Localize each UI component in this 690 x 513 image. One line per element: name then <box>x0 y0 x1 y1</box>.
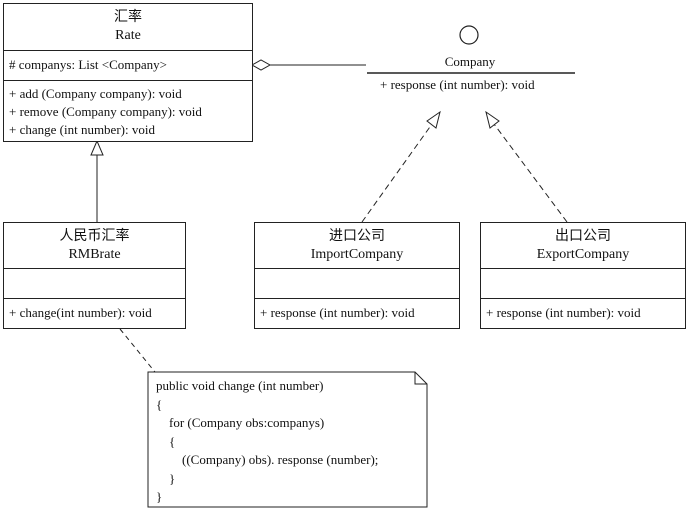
class-rate-header: 汇率 Rate <box>4 4 252 50</box>
class-rate-title-en: Rate <box>115 28 141 43</box>
class-import-company-title-en: ImportCompany <box>310 247 404 262</box>
class-rmbrate-header: 人民币汇率 RMBrate <box>4 223 185 268</box>
class-import-company-attributes <box>255 268 459 298</box>
code-note-line: { <box>156 396 163 412</box>
code-note-line: public void change (int number) <box>156 378 324 393</box>
generalization-arrowhead <box>90 139 104 156</box>
class-rate-operations: + add (Company company): void + remove (… <box>4 80 252 139</box>
class-export-company-operation: + response (int number): void <box>486 305 641 320</box>
class-import-company-title-cn: 进口公司 <box>329 229 385 244</box>
note-fold <box>414 372 427 385</box>
class-rmbrate[interactable]: 人民币汇率 RMBrate + change(int number): void <box>3 222 186 329</box>
interface-company-operation: + response (int number): void <box>380 77 535 92</box>
class-export-company-header: 出口公司 ExportCompany <box>481 223 685 268</box>
class-rmbrate-attributes <box>4 268 185 298</box>
class-export-company-attributes <box>481 268 685 298</box>
class-rate-operation: + remove (Company company): void <box>9 104 202 119</box>
class-export-company-operations: + response (int number): void <box>481 298 685 322</box>
class-rmbrate-title-cn: 人民币汇率 <box>59 229 130 244</box>
code-note-line: ((Company) obs). response (number); <box>156 452 379 467</box>
class-import-company[interactable]: 进口公司 ImportCompany + response (int numbe… <box>254 222 460 329</box>
class-export-company-title-en: ExportCompany <box>536 247 630 262</box>
class-rate-attributes: # companys: List <Company> <box>4 50 252 80</box>
interface-company-name: Company <box>444 54 496 69</box>
code-note-line: } <box>156 470 176 486</box>
class-rate-operation: + change (int number): void <box>9 122 155 137</box>
class-export-company-title-cn: 出口公司 <box>555 229 611 244</box>
realization-line-export <box>493 123 568 223</box>
code-note: public void change (int number) { for (C… <box>156 377 418 507</box>
note-shape <box>147 371 428 508</box>
class-import-company-operations: + response (int number): void <box>255 298 459 322</box>
aggregation-diamond <box>250 59 272 71</box>
code-note-line: for (Company obs:companys) <box>156 415 325 430</box>
class-rmbrate-title-en: RMBrate <box>68 247 121 262</box>
class-import-company-header: 进口公司 ImportCompany <box>255 223 459 268</box>
interface-circle-icon <box>459 25 479 45</box>
class-rmbrate-operations: + change(int number): void <box>4 298 185 322</box>
class-rmbrate-operation: + change(int number): void <box>9 305 152 320</box>
note-anchor-line <box>119 328 156 373</box>
code-note-line: { <box>156 433 176 449</box>
realization-line-import <box>361 123 433 223</box>
class-rate-title-cn: 汇率 <box>114 10 142 25</box>
class-rate-attribute: # companys: List <Company> <box>9 57 168 72</box>
realization-arrowhead-export <box>485 110 500 129</box>
code-note-line: } <box>156 489 163 504</box>
realization-arrowhead-import <box>426 110 441 129</box>
class-import-company-operation: + response (int number): void <box>260 305 415 320</box>
class-rate-operation: + add (Company company): void <box>9 86 182 101</box>
class-export-company[interactable]: 出口公司 ExportCompany + response (int numbe… <box>480 222 686 329</box>
class-rate[interactable]: 汇率 Rate # companys: List <Company> + add… <box>3 3 253 142</box>
